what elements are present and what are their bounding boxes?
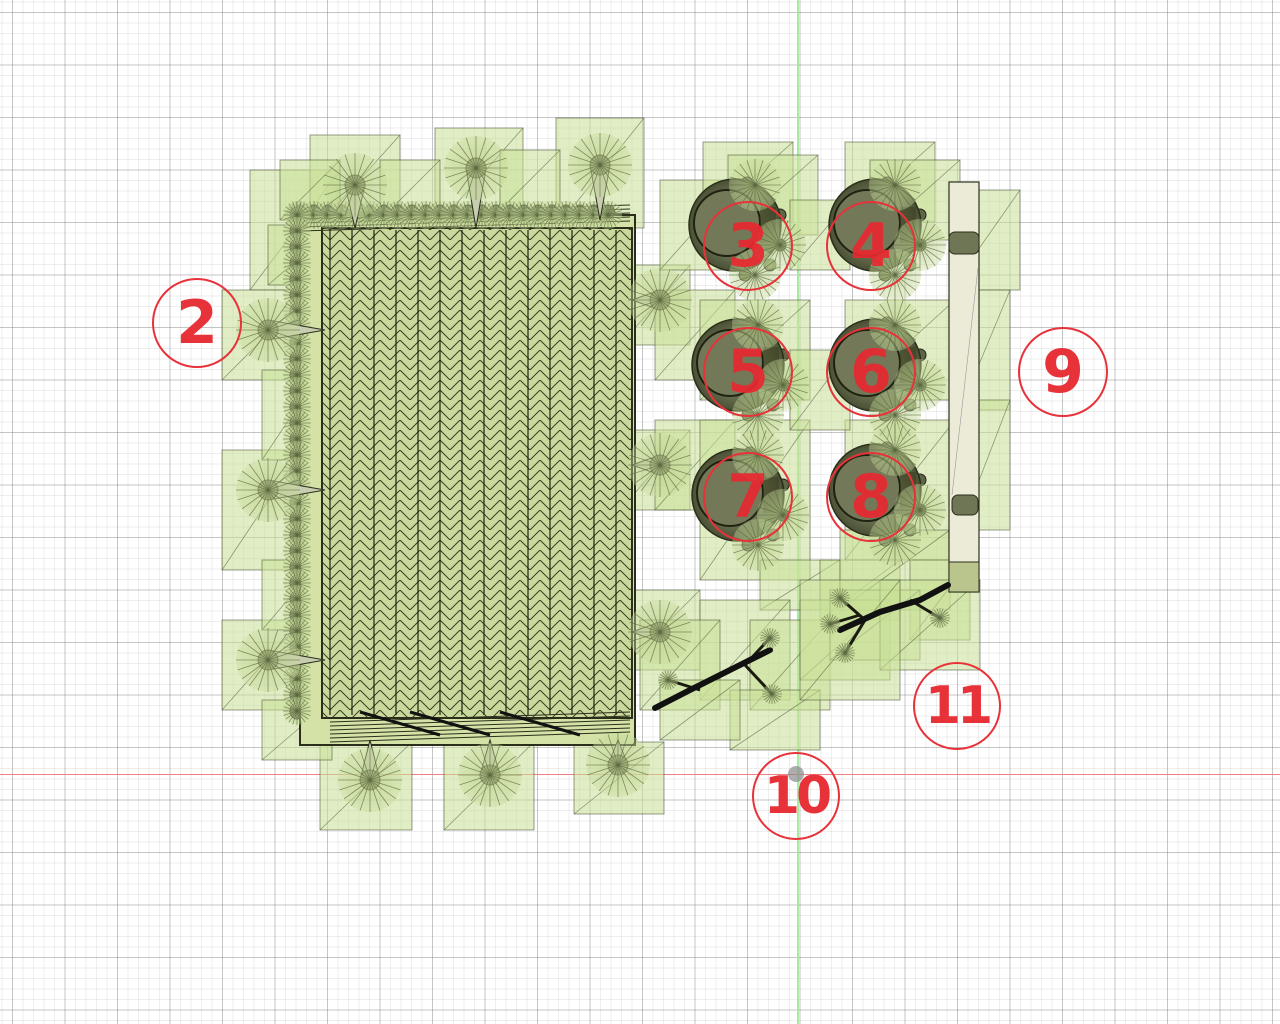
callout-4: 4: [826, 201, 916, 291]
support-spray: [835, 643, 855, 663]
callout-10: 10: [752, 752, 840, 840]
callout-number: 11: [924, 676, 993, 736]
callout-number: 7: [727, 462, 769, 532]
weapon-body: [837, 582, 951, 633]
callout-number: 9: [1042, 337, 1084, 407]
callout-number: 4: [850, 211, 892, 281]
rail-cap-bottom: [951, 494, 979, 516]
callout-8: 8: [826, 452, 916, 542]
support-spray: [869, 159, 921, 211]
callout-11: 11: [913, 662, 1001, 750]
support-plate: [499, 149, 561, 211]
support-spray: [568, 133, 632, 197]
weapon-body: [652, 647, 773, 711]
support-spray: [628, 268, 692, 332]
support-spray: [236, 458, 300, 522]
container-tray: [289, 204, 636, 746]
support-spray: [760, 628, 780, 648]
callout-number: 8: [850, 462, 892, 532]
support-spray: [338, 748, 402, 812]
callout-9: 9: [1018, 327, 1108, 417]
support-spray: [830, 588, 850, 608]
callout-2: 2: [152, 278, 242, 368]
support-spray: [762, 684, 782, 704]
rail-cap-top: [948, 231, 980, 255]
callout-7: 7: [703, 452, 793, 542]
callout-number: 10: [763, 766, 832, 826]
callout-number: 6: [850, 337, 892, 407]
container-inner: [321, 227, 633, 719]
support-spray: [930, 608, 950, 628]
support-spray: [586, 733, 650, 797]
callout-6: 6: [826, 327, 916, 417]
support-spray: [729, 159, 781, 211]
callout-3: 3: [703, 201, 793, 291]
support-spray: [628, 433, 692, 497]
support-spray: [628, 600, 692, 664]
support-plate: [799, 579, 901, 701]
support-spray: [458, 743, 522, 807]
support-spray: [820, 614, 840, 634]
support-spray: [323, 153, 387, 217]
support-spray: [236, 298, 300, 362]
callout-number: 3: [727, 211, 769, 281]
callout-5: 5: [703, 327, 793, 417]
support-spray: [658, 670, 678, 690]
rail-bar: [948, 181, 980, 593]
support-spray: [444, 136, 508, 200]
support-spray: [283, 697, 311, 725]
rail-end: [948, 561, 980, 593]
support-spray: [236, 628, 300, 692]
callout-number: 2: [176, 288, 218, 358]
callout-number: 5: [727, 337, 769, 407]
